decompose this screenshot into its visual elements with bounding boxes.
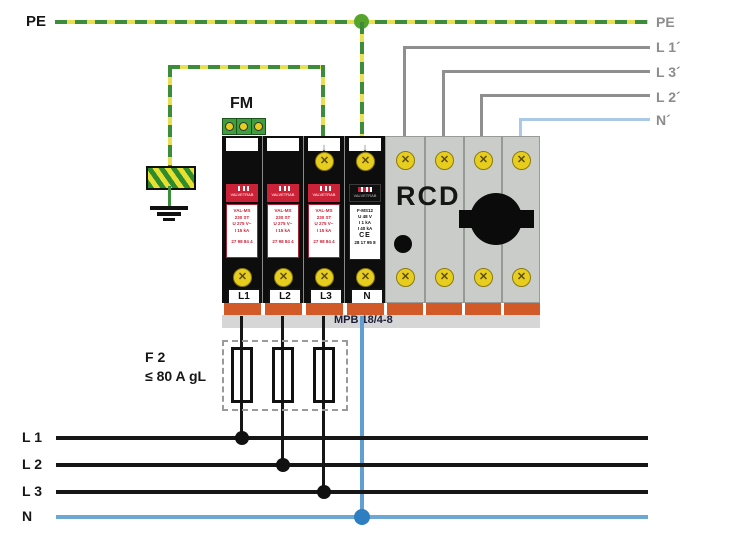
pe-wire-to-l3-module xyxy=(321,65,325,140)
ce-mark: CE xyxy=(359,232,371,239)
phoenix-logo-icon xyxy=(235,186,249,191)
earth-electrode-symbol xyxy=(146,166,196,190)
pe-label-left: PE xyxy=(26,13,47,30)
fm-terminal-block xyxy=(222,118,266,135)
l3-out-wire xyxy=(442,70,445,136)
bus-label-l3: L 3 xyxy=(22,483,42,499)
fm-screw-icon xyxy=(239,122,249,131)
bus-label-n: N xyxy=(22,508,33,524)
module-window: ↓ xyxy=(349,138,381,154)
baseplate xyxy=(222,315,540,328)
screw-terminal-icon: ✕ xyxy=(512,151,531,170)
din-foot xyxy=(306,303,343,315)
rcd-test-button xyxy=(394,235,412,253)
din-foot xyxy=(224,303,261,315)
l2-bus-wire xyxy=(56,463,648,467)
l1-out-label: L 1´ xyxy=(656,39,681,55)
bus-label-l2: L 2 xyxy=(22,456,42,472)
phoenix-logo-icon xyxy=(358,187,372,192)
screw-terminal-icon: ✕ xyxy=(315,268,334,287)
rcd-label: RCD xyxy=(396,181,461,211)
fm-screw-icon xyxy=(253,122,263,131)
pe-branch-wire xyxy=(168,65,324,69)
l1-drop-wire xyxy=(240,316,243,440)
l1-out-wire xyxy=(403,46,406,136)
pe-terminal-arrow-icon: ↓ xyxy=(362,142,368,154)
module-window: ↓ xyxy=(308,138,340,154)
fuse-icon xyxy=(231,347,253,403)
l2-drop-wire xyxy=(281,316,284,467)
l1-bus-wire xyxy=(56,436,648,440)
module-brand-header: VALVETRAB xyxy=(349,184,381,202)
screw-terminal-icon: ✕ xyxy=(315,152,334,171)
module-brand-header: VALVETRAB xyxy=(226,184,258,202)
screw-terminal-icon: ✕ xyxy=(474,268,493,287)
pe-wire-to-electrode xyxy=(168,65,172,167)
rcd-knob-icon xyxy=(470,193,522,245)
l2-out-label: L 2´ xyxy=(656,89,681,105)
fuse-icon xyxy=(272,347,294,403)
din-foot xyxy=(347,303,384,315)
module-brand-header: VALVETRAB xyxy=(308,184,340,202)
fuse-group-rating: ≤ 80 A gL xyxy=(145,368,207,384)
screw-terminal-icon: ✕ xyxy=(233,268,252,287)
neutral-junction-dot xyxy=(354,509,370,525)
screw-terminal-icon: ✕ xyxy=(396,151,415,170)
pe-label-right: PE xyxy=(656,14,675,30)
pe-bus-wire xyxy=(55,20,648,24)
fuse-icon xyxy=(313,347,335,403)
neutral-drop-wire xyxy=(360,316,364,519)
module-window xyxy=(226,138,258,151)
screw-terminal-icon: ✕ xyxy=(274,268,293,287)
fm-screw-icon xyxy=(225,122,235,131)
rcd-switch-knob xyxy=(459,210,473,228)
din-foot xyxy=(426,303,462,315)
screw-terminal-icon: ✕ xyxy=(512,268,531,287)
din-foot xyxy=(265,303,302,315)
screw-terminal-icon: ✕ xyxy=(474,151,493,170)
din-foot xyxy=(504,303,540,315)
module-brand-header: VALVETRAB xyxy=(267,184,299,202)
fm-label: FM xyxy=(230,95,254,112)
din-foot xyxy=(465,303,501,315)
fuse-group-name: F 2 xyxy=(145,349,166,365)
screw-terminal-icon: ✕ xyxy=(356,268,375,287)
phoenix-logo-icon xyxy=(317,186,331,191)
l1-junction-dot xyxy=(235,431,249,445)
bus-label-l1: L 1 xyxy=(22,429,42,445)
l3-drop-wire xyxy=(322,316,325,494)
screw-terminal-icon: ✕ xyxy=(435,268,454,287)
neutral-bus-wire xyxy=(56,515,648,519)
screw-terminal-icon: ✕ xyxy=(435,151,454,170)
screw-terminal-icon: ✕ xyxy=(356,152,375,171)
electrode-ground-wire xyxy=(168,186,171,206)
l3-out-label: L 3´ xyxy=(656,64,681,80)
module-window xyxy=(267,138,299,151)
l3-junction-dot xyxy=(317,485,331,499)
pe-junction-dot xyxy=(354,14,369,29)
l2-out-wire xyxy=(480,94,483,136)
neutral-out-label: N´ xyxy=(656,112,671,128)
earth-ground-icon xyxy=(150,206,188,210)
din-foot xyxy=(387,303,423,315)
pe-wire-to-n-module xyxy=(360,22,364,140)
pe-terminal-arrow-icon: ↓ xyxy=(321,142,327,154)
neutral-out-wire xyxy=(519,118,522,136)
fuse-group-box xyxy=(222,340,348,411)
phoenix-logo-icon xyxy=(276,186,290,191)
l3-bus-wire xyxy=(56,490,648,494)
screw-terminal-icon: ✕ xyxy=(396,268,415,287)
l2-junction-dot xyxy=(276,458,290,472)
